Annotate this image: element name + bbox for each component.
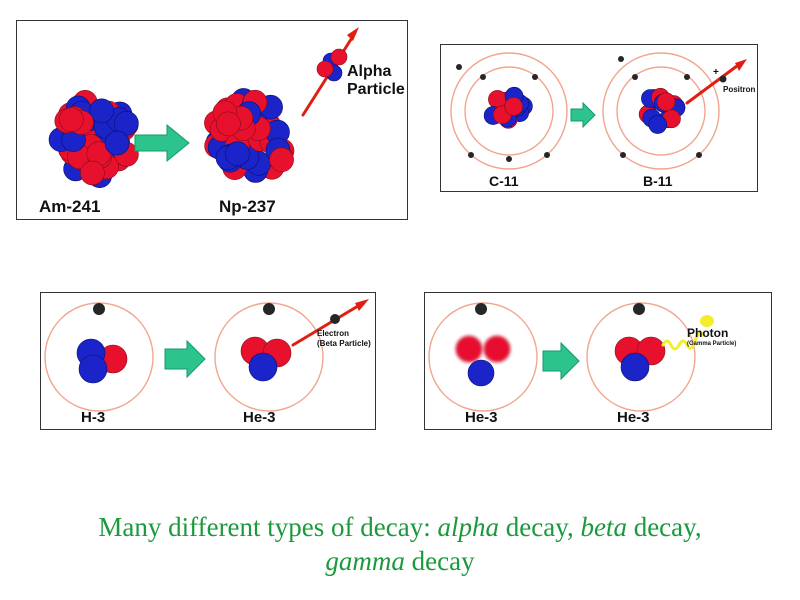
gamma-decay-diagram xyxy=(428,302,714,412)
photon-wave xyxy=(661,331,705,351)
caption-text-2: decay, xyxy=(499,512,581,542)
electron xyxy=(456,64,462,70)
c11-inner-orbit xyxy=(464,66,554,156)
proton xyxy=(269,147,294,173)
positron-arrowhead-icon xyxy=(735,59,747,71)
b11-outer-orbit xyxy=(602,52,720,170)
ground-he3-electron xyxy=(633,303,645,315)
positron-label: Positron xyxy=(723,85,756,94)
he3-neutron xyxy=(248,352,278,382)
gamma-label-group: Photon (Gamma Particle) xyxy=(687,327,736,348)
alpha-decay-panel: Am-241 Np-237 Alpha Particle xyxy=(16,20,408,220)
electron xyxy=(532,74,538,80)
electron xyxy=(696,152,702,158)
he3-electron xyxy=(263,303,275,315)
c11-label: C-11 xyxy=(489,173,519,189)
proton xyxy=(216,111,241,137)
proton xyxy=(656,92,676,112)
proton xyxy=(504,97,523,116)
electron xyxy=(480,74,486,80)
alpha-decay-diagram xyxy=(48,27,359,188)
decay-arrow-icon xyxy=(542,341,580,381)
h3-label: H-3 xyxy=(81,409,106,426)
electron xyxy=(632,74,638,80)
slide-caption: Many different types of decay: alpha dec… xyxy=(0,510,800,578)
proton xyxy=(80,160,105,186)
electron xyxy=(684,74,690,80)
positron-particle xyxy=(719,75,727,83)
gamma-decay-panel: Photon (Gamma Particle) He-3 He-3 xyxy=(424,292,772,430)
gamma-label-line1: Photon xyxy=(687,326,729,340)
caption-text-3: decay, xyxy=(626,512,702,542)
c11-outer-orbit xyxy=(450,52,568,170)
beta-label-line2: (Beta Particle) xyxy=(317,339,371,348)
excited-proton xyxy=(483,335,511,363)
alpha-label-line2: Particle xyxy=(347,81,405,98)
caption-text-1: Many different types of decay: xyxy=(98,512,438,542)
caption-beta-word: beta xyxy=(580,512,627,542)
decay-arrow-icon xyxy=(134,123,190,163)
proton xyxy=(59,107,84,132)
neutron xyxy=(89,98,114,124)
am241-nucleus xyxy=(48,90,139,188)
beta-label-line1: Electron xyxy=(317,329,350,338)
b11-nucleus xyxy=(638,87,686,134)
photon-icon xyxy=(700,315,714,327)
ground-he3-label: He-3 xyxy=(617,409,650,426)
b11-inner-orbit xyxy=(616,66,706,156)
beta-trajectory-arrow xyxy=(291,301,365,347)
electron xyxy=(544,152,550,158)
beta-decay-panel: Electron (Beta Particle) H-3 He-3 xyxy=(40,292,376,430)
positron-decay-panel: + Positron C-11 B-11 xyxy=(440,44,758,192)
np237-label: Np-237 xyxy=(219,197,276,216)
am241-label: Am-241 xyxy=(39,197,101,216)
electron xyxy=(468,152,474,158)
excited-he3-electron xyxy=(475,303,487,315)
neutron xyxy=(104,130,130,156)
alpha-arrowhead-icon xyxy=(347,27,359,41)
neutron xyxy=(225,141,250,166)
np237-nucleus xyxy=(204,88,295,183)
caption-alpha-word: alpha xyxy=(437,512,499,542)
alpha-particle-label: Alpha Particle xyxy=(347,63,405,99)
beta-label-group: Electron (Beta Particle) xyxy=(317,329,371,349)
he3-label: He-3 xyxy=(243,409,276,426)
h3-neutron xyxy=(78,354,108,384)
decay-arrow-icon xyxy=(570,101,596,129)
alpha-proton xyxy=(316,60,334,78)
gamma-label-line2: (Gamma Particle) xyxy=(687,341,737,347)
alpha-proton xyxy=(330,48,348,66)
electron xyxy=(506,156,512,162)
electron xyxy=(618,56,624,62)
b11-label: B-11 xyxy=(643,173,673,189)
beta-electron xyxy=(330,314,340,324)
positron-decay-diagram xyxy=(450,52,747,170)
positron-trajectory-arrow xyxy=(685,61,743,105)
caption-gamma-word: gamma xyxy=(325,546,405,576)
ground-he3-orbit xyxy=(586,302,696,412)
c11-nucleus xyxy=(483,86,533,129)
decay-arrow-icon xyxy=(164,339,206,379)
excited-he3-orbit xyxy=(428,302,538,412)
beta-decay-diagram xyxy=(44,299,369,412)
electron xyxy=(620,152,626,158)
h3-electron xyxy=(93,303,105,315)
beta-arrowhead-icon xyxy=(355,299,369,311)
caption-text-4: decay xyxy=(404,546,475,576)
alpha-label-line1: Alpha xyxy=(347,63,392,80)
excited-proton xyxy=(455,335,483,363)
excited-neutron xyxy=(467,359,495,387)
neutron xyxy=(648,115,667,134)
excited-he3-label: He-3 xyxy=(465,409,498,426)
ground-neutron xyxy=(620,352,650,382)
positron-charge-sign: + xyxy=(713,67,719,78)
